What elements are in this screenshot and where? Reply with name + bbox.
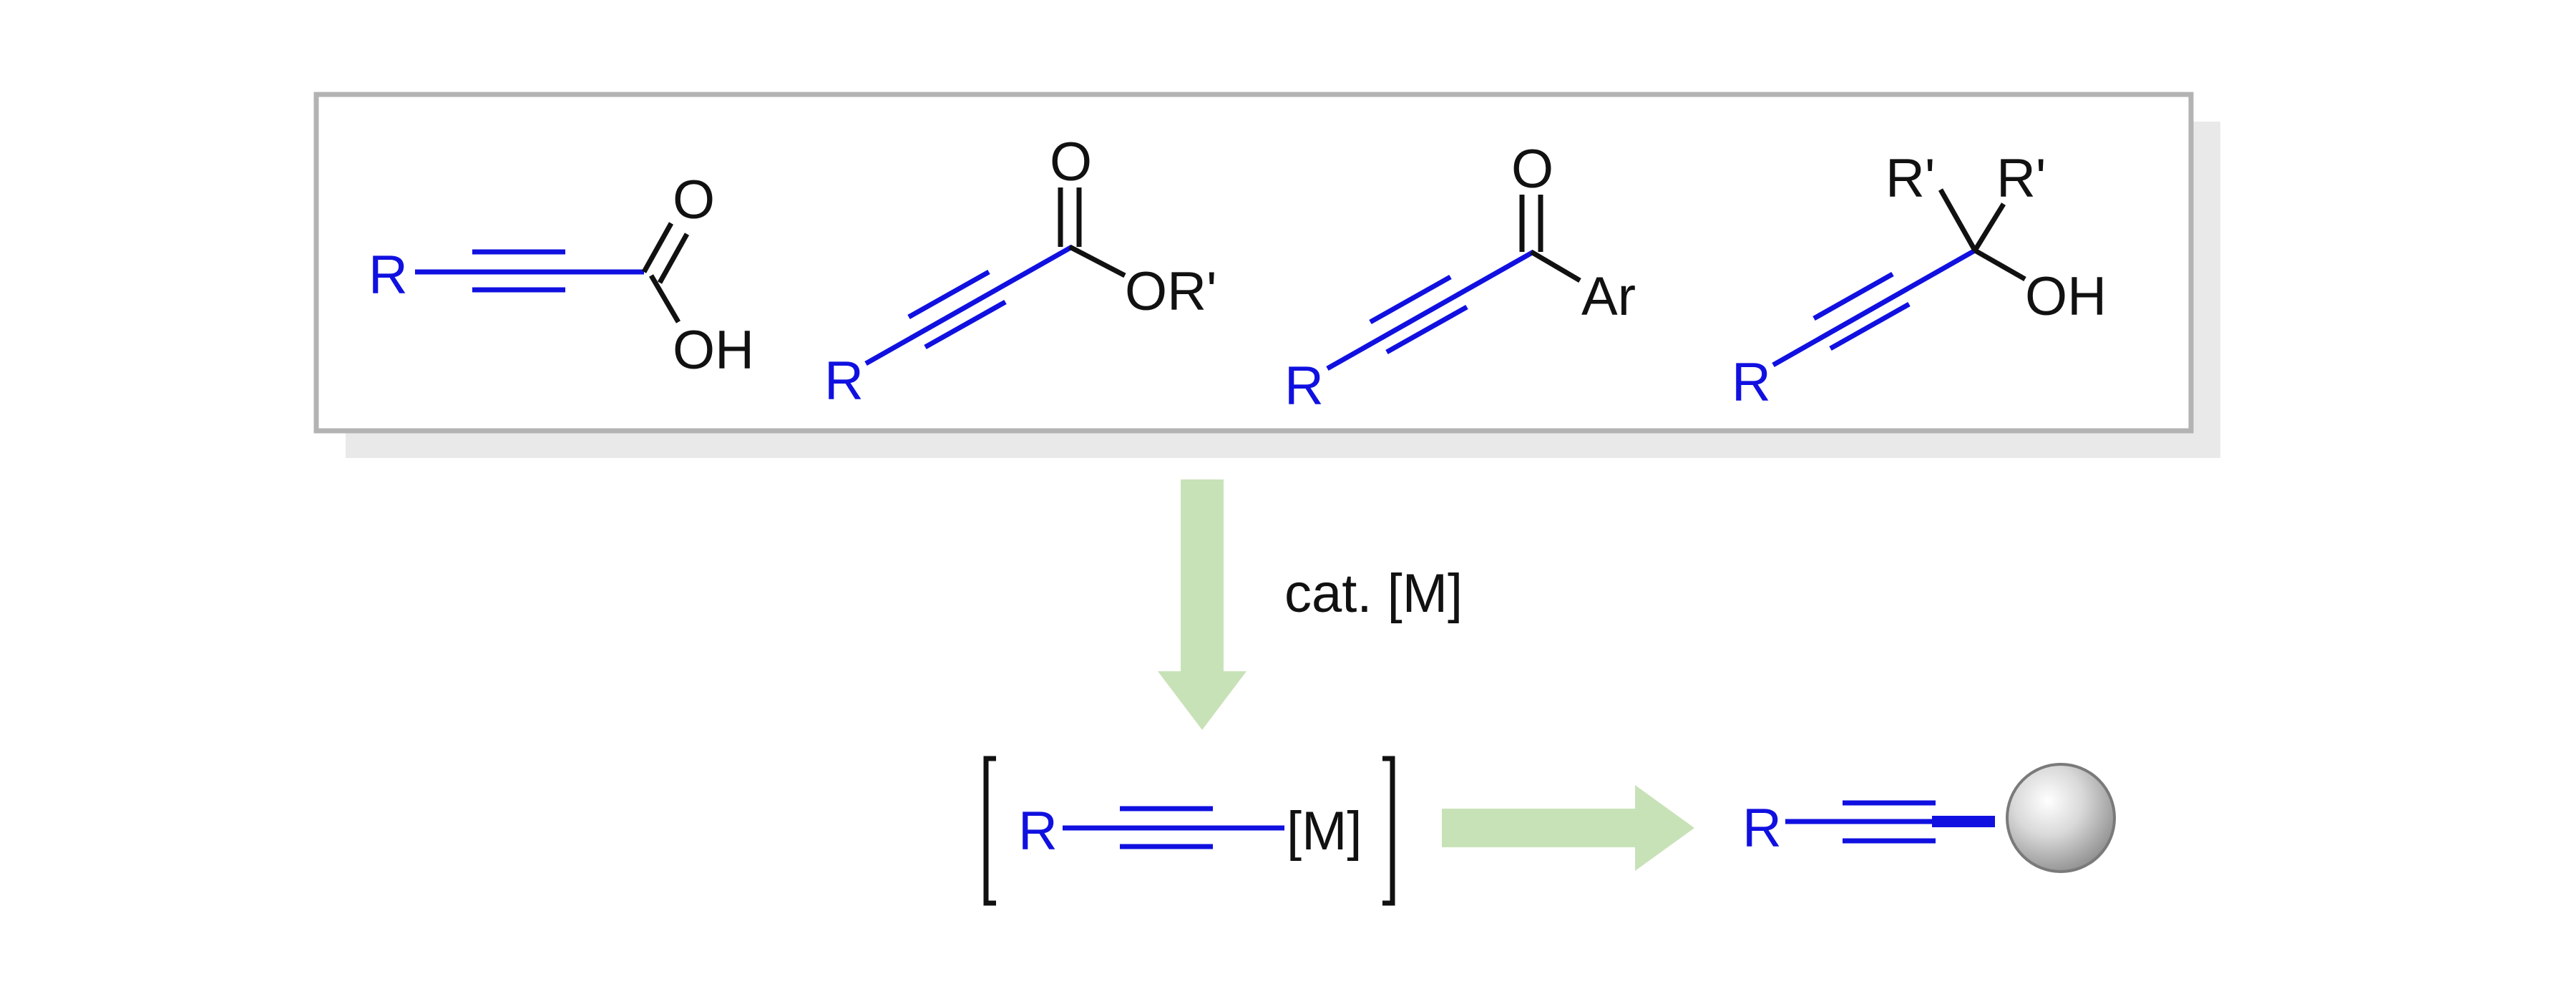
alkyne-bond [1369, 274, 1452, 325]
r-group-label: R [1284, 356, 1324, 416]
substrate-propargyl-alcohol: R R' R' OH [1732, 148, 2107, 413]
surface-bond [1932, 816, 1995, 827]
alkyne-functionalized-particle: R [1742, 763, 2116, 873]
hydroxyl-bond [1974, 248, 2026, 282]
substrate-box [313, 92, 2194, 434]
hydroxyl-label: OH [673, 320, 754, 381]
down-arrow-shape [1158, 479, 1246, 730]
substrate-ynone: R O Ar [1284, 139, 1636, 416]
alkoxy-label: OR' [1125, 261, 1217, 322]
oxygen-label: O [1050, 132, 1092, 192]
alkyne-bond [1829, 301, 1911, 351]
down-arrow [1158, 479, 1246, 730]
oxygen-label: O [673, 170, 715, 230]
substrate-alkynoic-acid: R O OH [369, 170, 754, 381]
alkyne-bond [1772, 248, 1976, 368]
oxygen-label: O [1511, 139, 1553, 200]
carbonyl-bond [657, 233, 690, 284]
alkyne-bond [924, 299, 1007, 350]
catalyst-label: cat. [M] [1284, 563, 1463, 624]
left-bracket [983, 756, 996, 906]
r-group-label: R [369, 245, 408, 306]
alkyne-bond [864, 244, 1073, 366]
aryl-bond [1530, 249, 1581, 283]
r-group-label: R [824, 351, 864, 411]
r-group-label: R [1018, 801, 1058, 862]
r-prime-label: R' [1885, 148, 1935, 209]
alkyl-bond [1973, 203, 2006, 252]
r-group-label: R [1742, 798, 1782, 859]
alkyne-bond [907, 269, 990, 320]
aryl-label: Ar [1581, 266, 1636, 327]
right-bracket [1382, 756, 1395, 906]
substrate-alkynoate-ester: R O OR' [824, 132, 1217, 411]
alkyne-bond [1385, 304, 1468, 355]
alkyne-bond [1326, 249, 1535, 371]
metal-acetylide-intermediate: R [M] [983, 756, 1395, 906]
hydroxyl-label: OH [2025, 266, 2107, 327]
ester-bond [1068, 244, 1126, 278]
carbonyl-bond [641, 222, 674, 273]
metal-label: [M] [1287, 801, 1362, 862]
nanoparticle-sphere [2006, 763, 2116, 873]
r-group-label: R [1732, 352, 1771, 413]
alkyl-bond [1938, 188, 1978, 252]
r-prime-label: R' [1996, 148, 2046, 209]
right-arrow [1442, 785, 1694, 871]
alkyne-bond [1813, 271, 1894, 321]
hydroxyl-bond [648, 274, 681, 323]
